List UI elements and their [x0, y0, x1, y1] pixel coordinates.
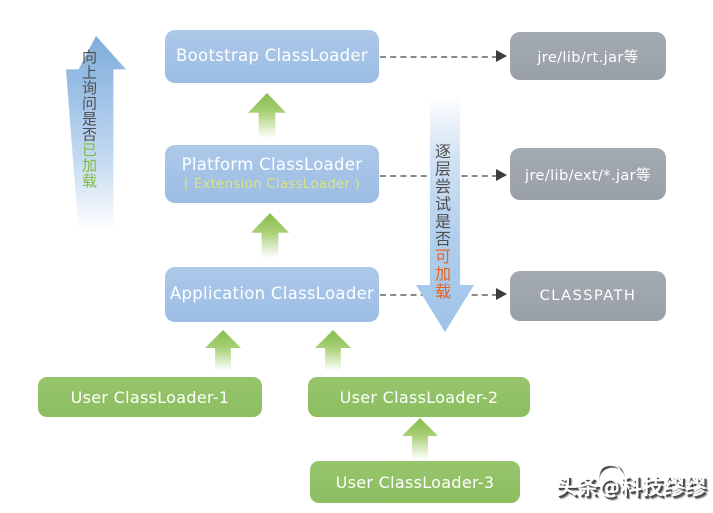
- user-classloader-2-box: User ClassLoader-2: [308, 377, 530, 417]
- downward-arrow-label-highlight: 可加载: [432, 248, 451, 301]
- user-classloader-1-box: User ClassLoader-1: [38, 377, 262, 417]
- classpath-target-box: CLASSPATH: [510, 271, 666, 321]
- downward-arrow-label-main: 逐层尝试是否: [432, 143, 451, 248]
- upward-arrow-label-highlight: 已加载: [80, 142, 98, 189]
- arrow-application-to-platform-icon: [251, 213, 289, 260]
- arrowhead-classpath-icon: [496, 288, 507, 300]
- platform-classloader-box: Platform ClassLoader ( Extension ClassLo…: [165, 145, 379, 203]
- watermark-text: 头条@科技缪缪: [556, 475, 707, 499]
- upward-arrow-label-main: 向上询问是否: [80, 49, 98, 142]
- bootstrap-classloader-label: Bootstrap ClassLoader: [176, 46, 368, 66]
- extension-classloader-sublabel: ( Extension ClassLoader ): [183, 175, 361, 192]
- arrowhead-extjar-icon: [496, 169, 507, 181]
- user-classloader-1-label: User ClassLoader-1: [70, 387, 230, 407]
- arrow-ucl1-to-application-icon: [205, 330, 241, 373]
- rtjar-target-label: jre/lib/rt.jar等: [537, 49, 639, 66]
- arrow-ucl3-to-ucl2-icon: [402, 418, 438, 461]
- user-classloader-3-box: User ClassLoader-3: [310, 461, 520, 503]
- user-classloader-3-label: User ClassLoader-3: [335, 472, 495, 492]
- upward-arrow-label: 向上询问是否已加载: [80, 49, 98, 189]
- extjar-target-label: jre/lib/ext/*.jar等: [525, 167, 651, 184]
- platform-classloader-label: Platform ClassLoader: [181, 155, 363, 175]
- arrowhead-rtjar-icon: [496, 50, 507, 62]
- bootstrap-classloader-box: Bootstrap ClassLoader: [165, 30, 379, 83]
- user-classloader-2-label: User ClassLoader-2: [339, 387, 499, 407]
- classpath-target-label: CLASSPATH: [539, 288, 637, 304]
- downward-arrow-label: 逐层尝试是否可加载: [432, 143, 451, 301]
- arrow-ucl2-to-application-icon: [315, 330, 351, 373]
- rtjar-target-box: jre/lib/rt.jar等: [510, 32, 666, 80]
- extjar-target-box: jre/lib/ext/*.jar等: [510, 148, 666, 200]
- arrow-platform-to-bootstrap-icon: [248, 93, 286, 140]
- application-classloader-box: Application ClassLoader: [165, 267, 379, 322]
- connector-bootstrap-to-rtjar: [380, 56, 498, 58]
- application-classloader-label: Application ClassLoader: [169, 284, 375, 304]
